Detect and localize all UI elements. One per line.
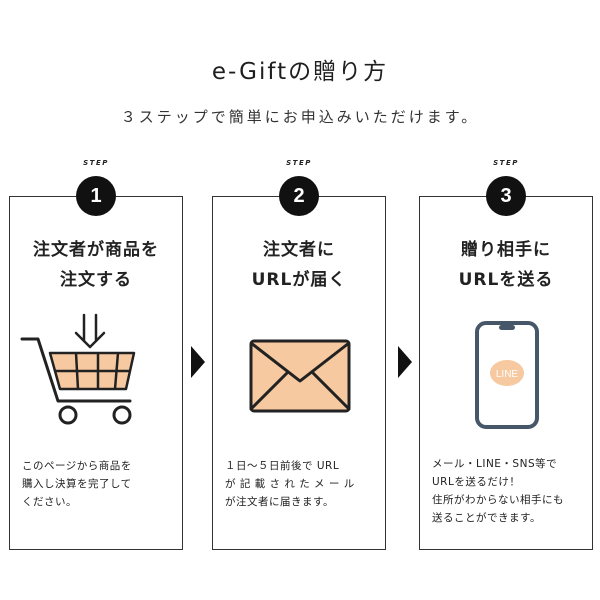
step-card-2: 注文者に URLが届く １日～５日前後で URL が 記 載 さ れ た メ ー… — [212, 196, 386, 550]
step-3-badge: 3 — [486, 176, 526, 216]
step-2-badge: 2 — [279, 176, 319, 216]
step-1-heading: 注文者が商品を 注文する — [33, 240, 159, 290]
step-2-label: STEP — [286, 159, 312, 167]
step-2-heading: 注文者に URLが届く — [251, 240, 347, 290]
page-subtitle: ３ステップで簡単にお申込みいただけます。 — [120, 108, 480, 126]
arrow-icon — [191, 346, 205, 378]
step-3-description: メール・LINE・SNS等で URLを送るだけ！ 住所がわからない相手にも 送る… — [432, 458, 564, 524]
step-card-3: 贈り相手に URLを送る メール・LINE・SNS等で URLを送るだけ！ 住所… — [419, 196, 593, 550]
envelope-icon — [249, 339, 351, 413]
shopping-cart-icon — [20, 313, 136, 425]
step-2-description: １日～５日前後で URL が 記 載 さ れ た メ ー ル が注文者に届きます… — [225, 460, 355, 508]
step-1-label: STEP — [83, 159, 109, 167]
smartphone-icon: LINE — [475, 321, 539, 429]
page-title: e-Giftの贈り方 — [211, 59, 389, 85]
line-bubble-label: LINE — [496, 369, 519, 380]
step-1-description: このページから商品を 購入し決算を完了して ください。 — [22, 460, 132, 508]
step-card-1: 注文者が商品を 注文する このページから商品を 購入し決算を完了して ください。 — [9, 196, 183, 550]
step-3-heading: 贈り相手に URLを送る — [458, 240, 554, 290]
arrow-icon — [398, 346, 412, 378]
step-3-label: STEP — [493, 159, 519, 167]
step-1-badge: 1 — [76, 176, 116, 216]
